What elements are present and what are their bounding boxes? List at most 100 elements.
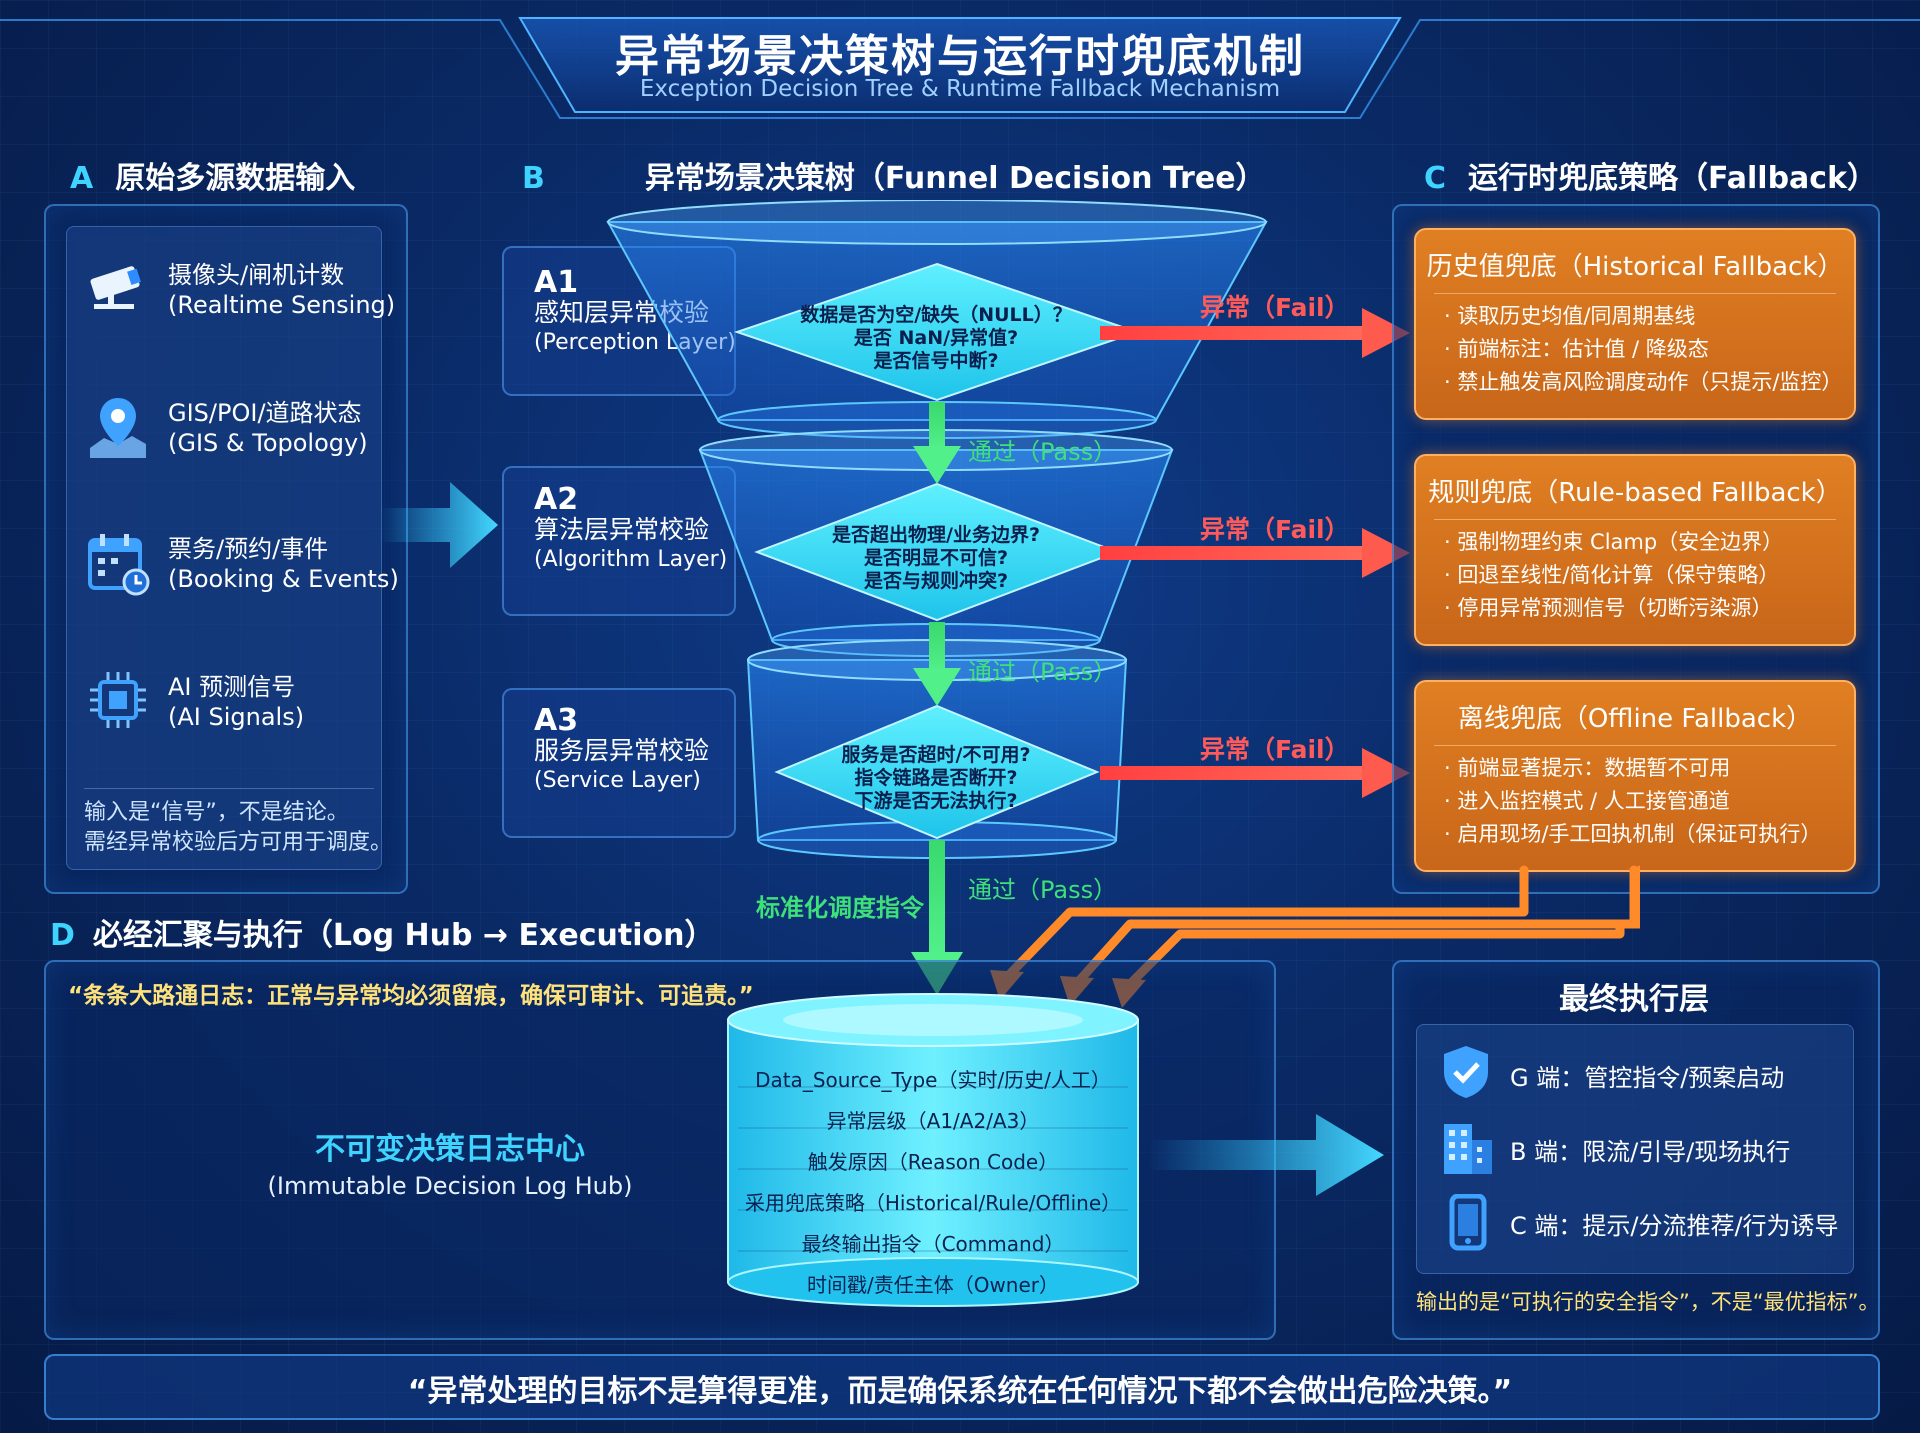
source-4-en: (AI Signals) <box>168 703 305 731</box>
source-3-en: (Booking & Events) <box>168 565 399 593</box>
layer-a3-code: A3 <box>534 703 579 738</box>
execution-title: 最终执行层 <box>1559 982 1709 1017</box>
section-c-title-text: 运行时兜底策略（Fallback） <box>1468 161 1878 196</box>
log-hub-en: (Immutable Decision Log Hub) <box>267 1172 633 1200</box>
building-icon <box>1444 1124 1492 1174</box>
phone-icon <box>1449 1194 1487 1251</box>
rule-item-2: · 回退至线性/简化计算（保守策略） <box>1444 563 1780 587</box>
fail-label-1: 异常（Fail） <box>1200 293 1350 322</box>
source-3-label: 票务/预约/事件 (Booking & Events) <box>168 534 399 594</box>
source-2-name: GIS/POI/道路状态 <box>168 399 362 427</box>
section-c-letter: C <box>1424 161 1447 196</box>
card-divider <box>1434 293 1836 294</box>
a2-check-2: 是否明显不可信? <box>863 547 1009 569</box>
section-d-letter: D <box>50 918 75 953</box>
card-divider <box>1434 745 1836 746</box>
layer-a2-box <box>502 466 736 616</box>
input-arrow <box>380 482 498 568</box>
log-field-timestamp: 时间戳/责任主体（Owner） <box>806 1273 1060 1297</box>
log-field-source-type: Data_Source_Type（实时/历史/人工） <box>755 1068 1111 1092</box>
pass-label-1: 通过（Pass） <box>968 438 1118 466</box>
a1-check-1: 数据是否为空/缺失（NULL）？ <box>800 304 1072 326</box>
footer-quote: “异常处理的目标不是算得更准，而是确保系统在任何情况下都不会做出危险决策。” <box>407 1374 1513 1409</box>
log-hub-quote: “条条大路通日志：正常与异常均必须留痕，确保可审计、可追责。” <box>68 983 754 1009</box>
a3-check-1: 服务是否超时/不可用? <box>841 744 1031 766</box>
fallback-card-rule: 规则兜底（Rule-based Fallback） · 强制物理约束 Clamp… <box>1414 454 1856 646</box>
pass-arrow-2 <box>913 622 961 706</box>
section-d-title: D 必经汇聚与执行（Log Hub → Execution） <box>50 910 714 954</box>
sources-note: 输入是“信号”，不是结论。 需经异常校验后方可用于调度。 <box>84 798 392 858</box>
page-subtitle: Exception Decision Tree & Runtime Fallba… <box>639 76 1281 102</box>
fallback-card-historical: 历史值兜底（Historical Fallback） · 读取历史均值/同周期基… <box>1414 228 1856 420</box>
map-pin-icon <box>90 398 146 458</box>
log-hub-label: 不可变决策日志中心 (Immutable Decision Log Hub) <box>230 1124 670 1200</box>
decision-diamond-a3 <box>774 704 1100 840</box>
historical-item-1: · 读取历史均值/同周期基线 <box>1444 304 1696 328</box>
fallback-card-offline: 离线兜底（Offline Fallback） · 前端显著提示：数据暂不可用 ·… <box>1414 680 1856 872</box>
rule-fallback-title: 规则兜底（Rule-based Fallback） <box>1428 478 1842 508</box>
layer-a2-label: A2 算法层异常校验 (Algorithm Layer) <box>534 485 727 575</box>
a2-checks: 是否超出物理/业务边界? 是否明显不可信? 是否与规则冲突? <box>760 524 1112 593</box>
a1-checks: 数据是否为空/缺失（NULL）？ 是否 NaN/异常值? 是否信号中断? <box>760 304 1112 373</box>
sources-note-line2: 需经异常校验后方可用于调度。 <box>84 830 393 855</box>
page-title: 异常场景决策树与运行时兜底机制 <box>615 31 1305 82</box>
offline-item-2: · 进入监控模式 / 人工接管通道 <box>1444 789 1730 813</box>
execution-arrow <box>1148 1114 1384 1196</box>
section-b-title-text: 异常场景决策树（Funnel Decision Tree） <box>644 161 1266 196</box>
log-field-fallback: 采用兜底策略（Historical/Rule/Offline） <box>744 1191 1122 1215</box>
section-d-title-text: 必经汇聚与执行（Log Hub → Execution） <box>92 918 715 953</box>
fail-label-2: 异常（Fail） <box>1200 515 1350 544</box>
section-a-letter: A <box>70 161 94 196</box>
source-1-name: 摄像头/闸机计数 <box>168 261 345 289</box>
source-1-label: 摄像头/闸机计数 (Realtime Sensing) <box>168 260 395 320</box>
layer-a2-name: 算法层异常校验 <box>534 515 710 544</box>
log-field-command: 最终输出指令（Command） <box>801 1232 1065 1256</box>
layer-a3-en: (Service Layer) <box>534 768 701 793</box>
log-hub-cylinder <box>727 993 1139 1307</box>
historical-fallback-title: 历史值兜底（Historical Fallback） <box>1426 252 1844 282</box>
output-command-label: 标准化调度指令 <box>756 894 924 922</box>
section-c-title: C 运行时兜底策略（Fallback） <box>1424 153 1877 197</box>
footer-bar <box>44 1354 1880 1420</box>
offline-item-1: · 前端显著提示：数据暂不可用 <box>1444 756 1731 780</box>
fail-arrow-a1 <box>1100 308 1410 358</box>
layer-a3-box <box>502 688 736 838</box>
rule-item-3: · 停用异常预测信号（切断污染源） <box>1444 596 1773 620</box>
section-a-title-text: 原始多源数据输入 <box>115 161 356 196</box>
layer-a3-label: A3 服务层异常校验 (Service Layer) <box>534 706 709 796</box>
pass-label-3: 通过（Pass） <box>968 876 1118 904</box>
section-a-title: A 原始多源数据输入 <box>70 153 355 197</box>
fail-arrows <box>1100 308 1410 798</box>
log-field-layer: 异常层级（A1/A2/A3） <box>826 1109 1040 1133</box>
shield-check-icon <box>1444 1046 1488 1098</box>
layer-a1-code: A1 <box>534 265 579 300</box>
source-2-en: (GIS & Topology) <box>168 429 368 457</box>
source-3-name: 票务/预约/事件 <box>168 535 329 563</box>
source-1-en: (Realtime Sensing) <box>168 291 396 319</box>
a3-check-3: 下游是否无法执行? <box>854 790 1018 812</box>
decision-diamond-a2 <box>754 482 1120 622</box>
a2-check-3: 是否与规则冲突? <box>863 570 1009 592</box>
source-4-name: AI 预测信号 <box>168 673 296 701</box>
a3-checks: 服务是否超时/不可用? 指令链路是否断开? 下游是否无法执行? <box>760 744 1112 813</box>
source-2-label: GIS/POI/道路状态 (GIS & Topology) <box>168 398 368 458</box>
layer-a2-code: A2 <box>534 482 579 517</box>
source-4-label: AI 预测信号 (AI Signals) <box>168 672 304 732</box>
a1-check-2: 是否 NaN/异常值? <box>853 327 1019 349</box>
log-field-reason: 触发原因（Reason Code） <box>807 1150 1059 1174</box>
layer-a3-name: 服务层异常校验 <box>534 736 710 765</box>
rule-item-1: · 强制物理约束 Clamp（安全边界） <box>1444 530 1784 554</box>
log-fields: Data_Source_Type（实时/历史/人工） 异常层级（A1/A2/A3… <box>728 1062 1138 1302</box>
funnel-diagram <box>606 200 1268 995</box>
a1-check-3: 是否信号中断? <box>873 350 999 372</box>
historical-item-2: · 前端标注：估计值 / 降级态 <box>1444 337 1709 361</box>
a2-check-1: 是否超出物理/业务边界? <box>832 524 1040 546</box>
historical-item-3: · 禁止触发高风险调度动作（只提示/监控） <box>1444 370 1843 394</box>
camera-icon <box>90 266 141 309</box>
execution-row-g: G 端：管控指令/预案启动 <box>1510 1064 1785 1092</box>
pass-label-2: 通过（Pass） <box>968 658 1118 686</box>
offline-fallback-title: 离线兜底（Offline Fallback） <box>1457 704 1813 734</box>
calendar-icon <box>88 534 150 596</box>
fail-label-3: 异常（Fail） <box>1200 735 1350 764</box>
